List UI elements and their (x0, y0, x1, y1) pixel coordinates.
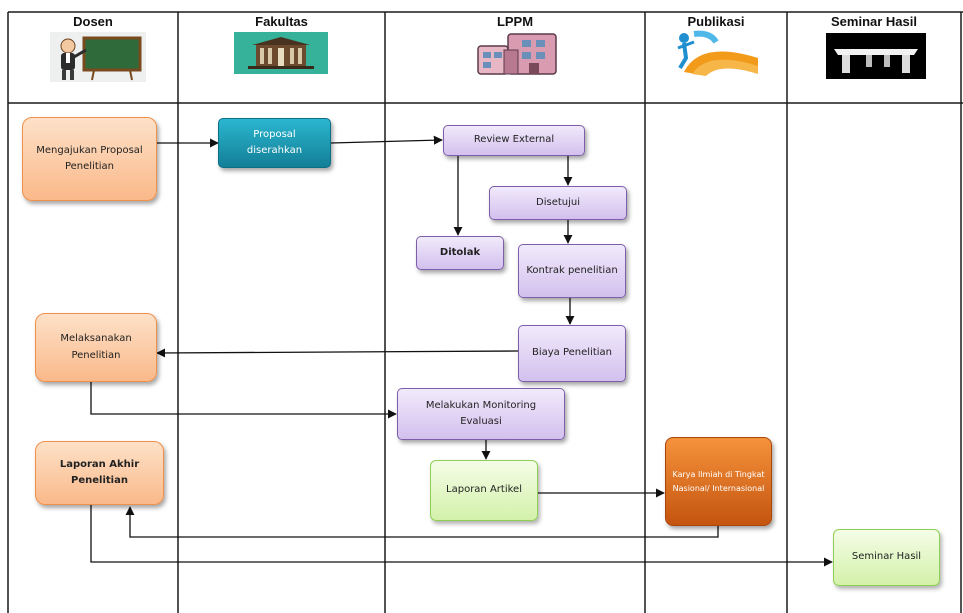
lane-title-fakultas: Fakultas (255, 14, 308, 29)
lane-title-dosen: Dosen (73, 14, 113, 29)
arrow-biaya-to-melaksanakan (156, 348, 519, 358)
lane-title-publikasi: Publikasi (687, 14, 745, 29)
lane-title-seminar: Seminar Hasil (831, 14, 917, 29)
step-mengajukan-proposal: Mengajukan Proposal Penelitian (22, 117, 157, 201)
arrow-karya-to-laporan-akhir (125, 506, 719, 538)
step-review-external: Review External (443, 125, 585, 156)
office-buildings-icon (477, 33, 557, 75)
step-seminar-hasil: Seminar Hasil (833, 529, 940, 586)
lane-title-lppm: LPPM (496, 14, 534, 29)
step-melaksanakan-penelitian: Melaksanakan Penelitian (35, 313, 157, 382)
step-karya-ilmiah: Karya Ilmiah di Tingkat Nasional/ Intern… (665, 437, 772, 526)
step-ditolak: Ditolak (416, 236, 504, 270)
step-proposal-diserahkan: Proposal diserahkan (218, 118, 331, 168)
step-disetujui: Disetujui (489, 186, 627, 220)
arrow-melaksanakan-to-monitoring (90, 382, 397, 419)
arrow-proposal-to-review (330, 135, 443, 145)
teacher-chalkboard-icon (50, 32, 146, 82)
step-laporan-akhir: Laporan Akhir Penelitian (35, 441, 164, 505)
seminar-table-icon (826, 33, 926, 79)
faculty-building-icon (234, 32, 328, 74)
step-monitoring-evaluasi: Melakukan Monitoring Evaluasi (397, 388, 565, 440)
step-biaya-penelitian: Biaya Penelitian (518, 325, 626, 382)
step-kontrak-penelitian: Kontrak penelitian (518, 244, 626, 298)
step-laporan-artikel: Laporan Artikel (430, 460, 538, 521)
arrow-laporan-akhir-to-seminar (90, 505, 833, 567)
publication-swoosh-icon (677, 30, 758, 76)
